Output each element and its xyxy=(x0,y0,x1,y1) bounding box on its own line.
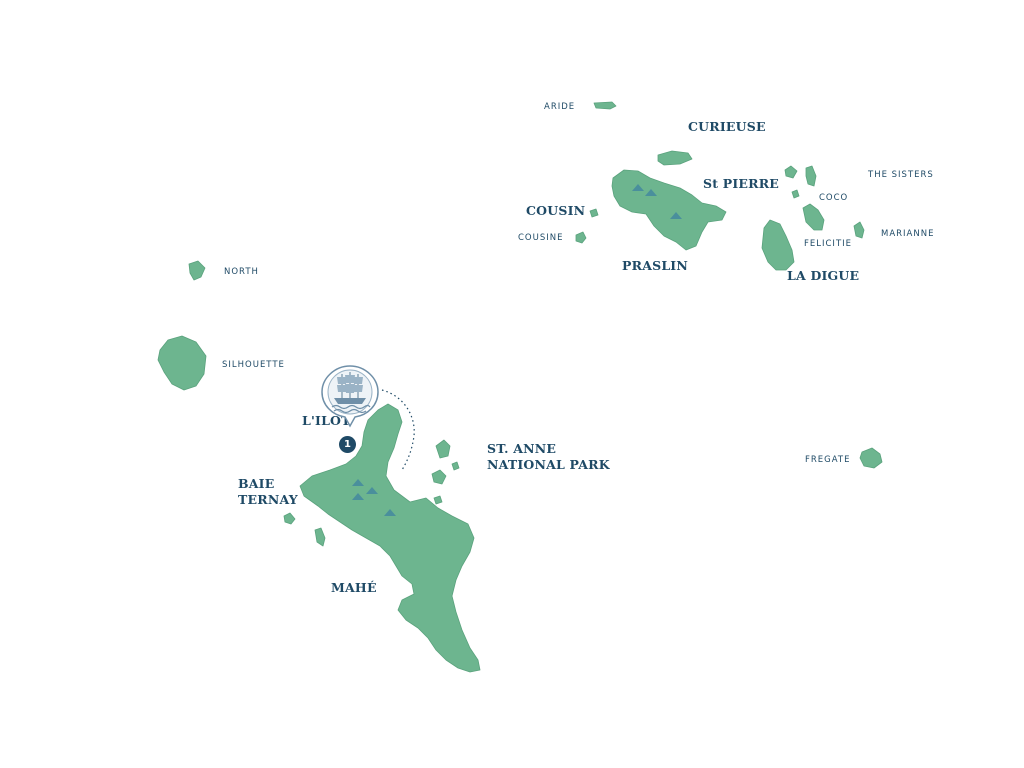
island-st-anne-1[interactable] xyxy=(435,439,451,459)
island-la-digue[interactable] xyxy=(761,219,795,271)
label-silhouette: SILHOUETTE xyxy=(222,360,285,370)
label-baie-ternay-line1: BAIE xyxy=(238,476,275,491)
route-dotted-line xyxy=(381,389,415,471)
label-baie-ternay-line2: TERNAY xyxy=(238,491,298,507)
island-baie-ternay-islet-1[interactable] xyxy=(283,512,296,525)
label-the-sisters: THE SISTERS xyxy=(868,170,934,180)
label-north: NORTH xyxy=(224,267,259,277)
label-st-anne-line1: ST. ANNE xyxy=(487,441,557,456)
label-praslin: PRASLIN xyxy=(622,258,688,273)
marker-number-badge[interactable]: 1 xyxy=(339,436,356,453)
island-baie-ternay-islet-2[interactable] xyxy=(314,527,326,547)
label-aride: ARIDE xyxy=(544,102,576,112)
island-st-anne-2[interactable] xyxy=(451,461,460,471)
island-curieuse[interactable] xyxy=(657,150,693,166)
label-baie-ternay: BAIE TERNAY xyxy=(238,476,298,507)
label-felicitie: FELICITIE xyxy=(804,239,853,249)
label-st-pierre: St PIERRE xyxy=(703,176,780,191)
island-mahe[interactable] xyxy=(299,403,481,673)
label-curieuse: CURIEUSE xyxy=(688,119,766,134)
island-felicitie[interactable] xyxy=(802,203,825,231)
peak-icon xyxy=(645,189,657,196)
location-marker[interactable] xyxy=(320,364,380,434)
peak-icon xyxy=(632,184,644,191)
label-mahe: MAHÉ xyxy=(331,580,377,595)
island-st-pierre[interactable] xyxy=(784,165,798,179)
island-cousin[interactable] xyxy=(589,208,599,218)
island-st-anne-3[interactable] xyxy=(431,469,447,485)
peak-icon xyxy=(384,509,396,516)
sailing-ship-icon xyxy=(321,365,379,428)
island-the-sisters[interactable] xyxy=(805,165,817,187)
island-aride[interactable] xyxy=(593,101,617,110)
label-cousin: COUSIN xyxy=(526,203,586,218)
peak-icon xyxy=(352,493,364,500)
label-st-anne-line2: NATIONAL PARK xyxy=(487,456,610,472)
peak-icon xyxy=(352,479,364,486)
label-fregate: FREGATE xyxy=(805,455,851,465)
label-marianne: MARIANNE xyxy=(881,229,935,239)
label-coco: COCO xyxy=(819,193,849,203)
island-silhouette[interactable] xyxy=(157,335,207,391)
island-cousine[interactable] xyxy=(575,231,587,244)
peak-icon xyxy=(366,487,378,494)
peaks-layer xyxy=(352,184,682,516)
label-lilot: L'ILOT xyxy=(302,413,351,428)
peak-icon xyxy=(670,212,682,219)
island-fregate[interactable] xyxy=(859,447,883,469)
label-cousine: COUSINE xyxy=(518,233,564,243)
island-north[interactable] xyxy=(188,260,206,281)
island-mahe-east-islet[interactable] xyxy=(433,495,443,505)
island-marianne[interactable] xyxy=(853,221,865,239)
label-st-anne-national-park: ST. ANNE NATIONAL PARK xyxy=(487,441,610,472)
island-coco-small[interactable] xyxy=(791,189,800,199)
label-la-digue: LA DIGUE xyxy=(787,268,860,283)
